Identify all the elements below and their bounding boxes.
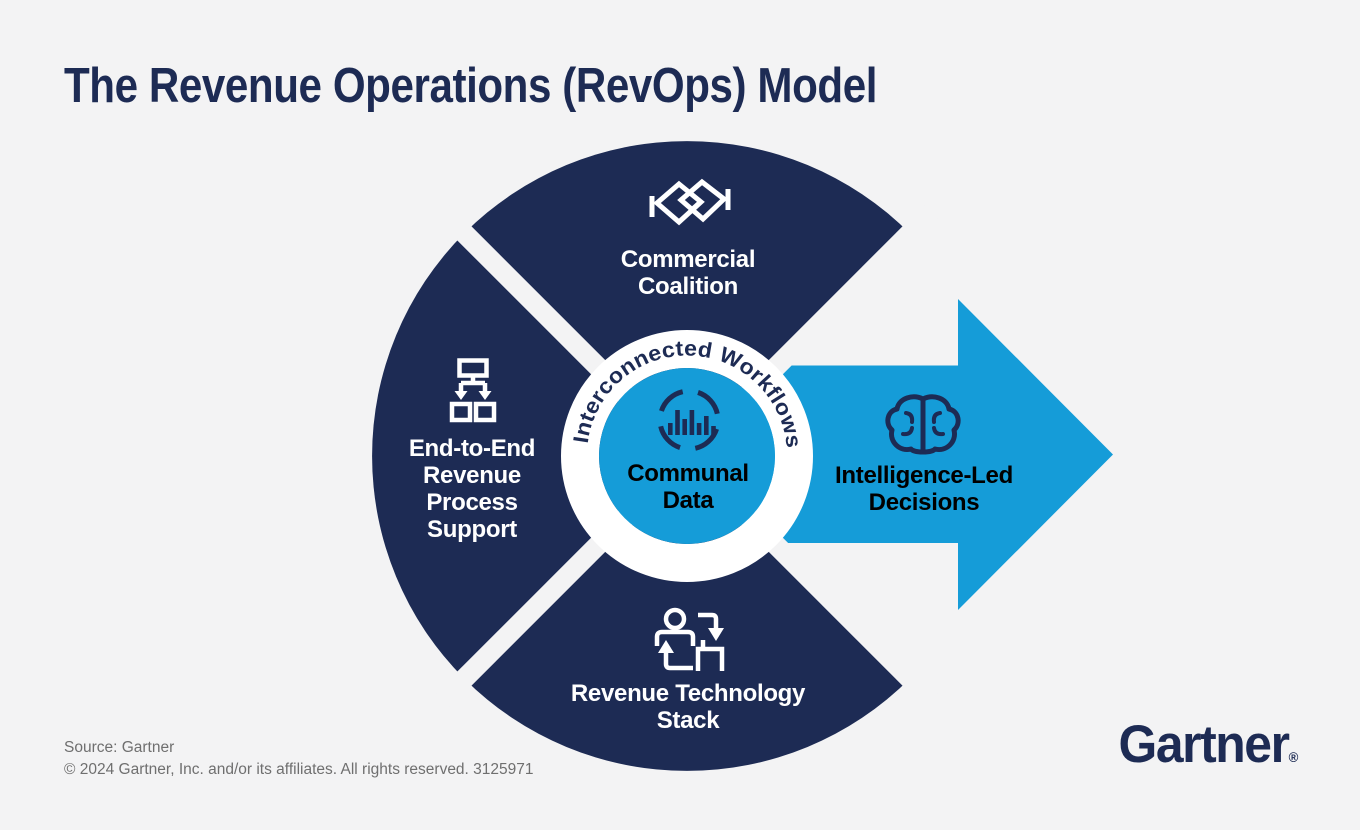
- communal-data-circle: [599, 368, 775, 544]
- interconnected-workflows-ring: [561, 330, 813, 582]
- handshake-icon: [649, 178, 731, 226]
- segment-top-label-line1: Commercial: [621, 246, 755, 273]
- gartner-logo-text: Gartner: [1118, 715, 1290, 774]
- arrow-label-line1: Intelligence-Led: [835, 462, 1013, 489]
- segment-left-shape: [372, 233, 687, 679]
- segment-left-label-line4: Support: [427, 516, 517, 543]
- segment-bottom-shape: [464, 456, 910, 771]
- segment-top-label-line2: Coalition: [638, 273, 738, 300]
- bar-chart-circle-icon: [657, 388, 721, 452]
- gartner-logo: Gartner®: [1118, 714, 1298, 775]
- registered-mark: ®: [1288, 749, 1298, 765]
- segment-dividers: [435, 204, 939, 708]
- source-line: Source: Gartner: [64, 739, 175, 756]
- person-technology-swap-icon: [654, 607, 725, 671]
- footer: Source: Gartner © 2024 Gartner, Inc. and…: [64, 737, 534, 780]
- arrow-label-line2: Decisions: [869, 489, 980, 516]
- segment-left-label-line2: Revenue: [423, 462, 521, 489]
- segment-left-label-line1: End-to-End: [409, 435, 535, 462]
- copyright-line: © 2024 Gartner, Inc. and/or its affiliat…: [64, 760, 534, 778]
- brain-icon: [885, 394, 961, 455]
- segment-left-label-line3: Process: [426, 489, 517, 516]
- segment-bottom-label-line1: Revenue Technology: [571, 680, 806, 707]
- center-label-line1: Communal: [627, 460, 749, 487]
- segment-top-shape: [464, 141, 910, 456]
- segment-bottom-label-line2: Stack: [657, 707, 720, 734]
- hierarchy-flowchart-icon: [449, 358, 497, 423]
- page-title: The Revenue Operations (RevOps) Model: [64, 59, 878, 113]
- center-label-line2: Data: [663, 487, 715, 514]
- intelligence-arrow-shape: [690, 299, 1113, 610]
